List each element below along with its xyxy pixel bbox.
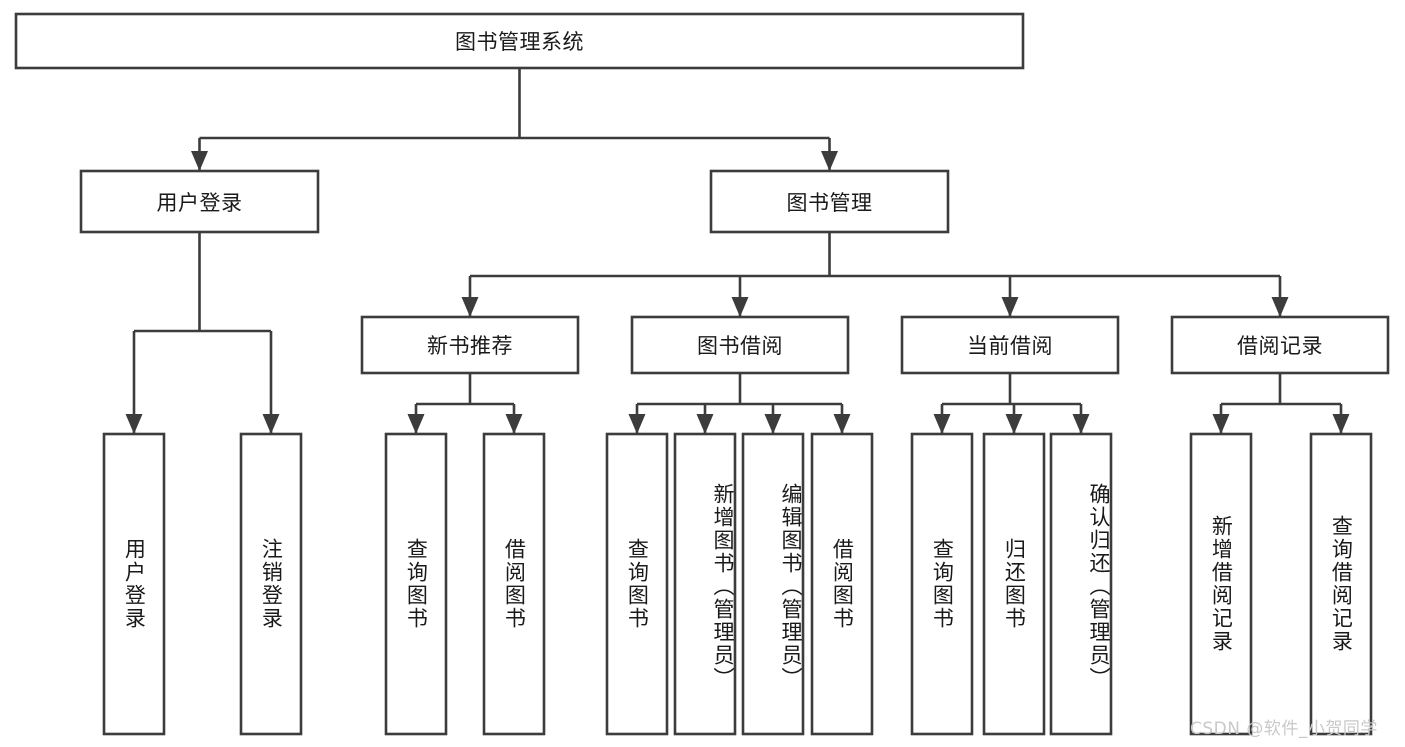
node-box-root[interactable]	[14, 12, 1025, 70]
arrow-head-icon-current-borrow-0	[933, 414, 951, 434]
node-box-leaf-user-login[interactable]	[102, 432, 166, 736]
node-box-leaf-borrow-book-1[interactable]	[482, 432, 546, 736]
node-box-leaf-query-record[interactable]	[1309, 432, 1373, 736]
arrow-head-icon-new-book-rec-1	[505, 414, 523, 434]
node-box-book-manage[interactable]	[709, 169, 950, 234]
arrow-head-icon-book-manage-2	[1001, 297, 1019, 317]
node-box-leaf-add-record[interactable]	[1189, 432, 1253, 736]
node-box-leaf-query-book-2[interactable]	[605, 432, 669, 736]
node-box-book-borrow[interactable]	[630, 315, 850, 375]
arrow-head-icon-book-manage-1	[731, 297, 749, 317]
node-box-user-login[interactable]	[79, 169, 320, 234]
arrow-head-icon-book-borrow-1	[696, 414, 714, 434]
arrow-head-icon-book-manage-0	[461, 297, 479, 317]
arrow-head-icon-book-borrow-0	[628, 414, 646, 434]
node-box-layer	[14, 12, 1390, 736]
arrow-head-icon-user-login-1	[262, 414, 280, 434]
arrow-head-icon-book-manage-3	[1271, 297, 1289, 317]
edge-layer	[125, 68, 1350, 434]
node-box-leaf-query-book-3[interactable]	[910, 432, 974, 736]
arrow-head-icon-user-login-0	[125, 414, 143, 434]
node-box-current-borrow[interactable]	[900, 315, 1120, 375]
arrow-head-icon-book-borrow-2	[764, 414, 782, 434]
arrow-head-icon-book-borrow-3	[833, 414, 851, 434]
node-box-leaf-edit-book[interactable]	[741, 432, 805, 736]
node-box-new-book-rec[interactable]	[360, 315, 580, 375]
arrow-head-icon-borrow-record-1	[1332, 414, 1350, 434]
node-box-leaf-borrow-book-2[interactable]	[810, 432, 874, 736]
node-box-leaf-logout[interactable]	[239, 432, 303, 736]
node-box-leaf-return-book[interactable]	[982, 432, 1046, 736]
node-box-leaf-add-book[interactable]	[673, 432, 737, 736]
arrow-head-icon-current-borrow-1	[1005, 414, 1023, 434]
node-box-borrow-record[interactable]	[1170, 315, 1390, 375]
arrow-head-icon-root-1	[821, 151, 838, 171]
arrow-head-icon-new-book-rec-0	[407, 414, 425, 434]
arrow-head-icon-borrow-record-0	[1212, 414, 1230, 434]
node-box-leaf-query-book-1[interactable]	[384, 432, 448, 736]
arrow-head-icon-current-borrow-2	[1072, 414, 1090, 434]
node-box-leaf-confirm-return[interactable]	[1049, 432, 1113, 736]
arrow-head-icon-root-0	[191, 151, 208, 171]
